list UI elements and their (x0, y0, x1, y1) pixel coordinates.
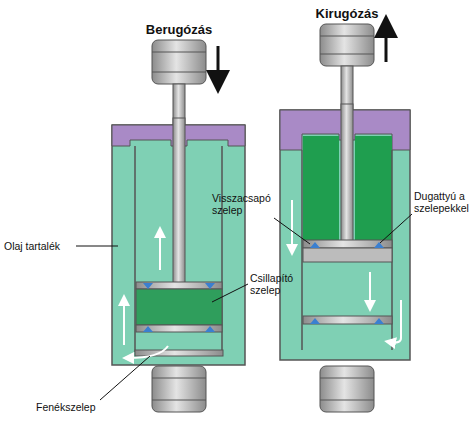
left-absorber-part (135, 350, 223, 356)
right-absorber-part (320, 366, 374, 412)
right-absorber-part (320, 400, 374, 401)
left-absorber-part (152, 72, 206, 73)
leader-lines (76, 214, 412, 400)
right-absorber-part (303, 136, 339, 240)
right-absorber-part (385, 26, 388, 62)
left-absorber-part (136, 325, 222, 332)
left-absorber-part (173, 84, 185, 284)
part-label: Fenékszelep (36, 401, 116, 413)
right-absorber-part (369, 272, 371, 306)
right-absorber-part (303, 140, 339, 240)
part-label: Visszacsapó szelep (212, 192, 280, 216)
right-absorber-part (341, 66, 353, 246)
left-absorber-part (123, 300, 125, 345)
left-absorber-part (152, 366, 206, 412)
right-absorber-part (303, 316, 392, 324)
right-absorber-part (320, 54, 374, 55)
left-absorber-part (152, 400, 206, 401)
right-absorber-part (320, 24, 374, 66)
left-absorber (112, 40, 245, 412)
right-absorber-part (291, 200, 293, 250)
right-absorber-part (390, 300, 401, 343)
leader-lines-part (76, 246, 118, 247)
left-absorber-part (173, 118, 185, 284)
left-absorber-part (152, 378, 206, 379)
left-absorber-part (143, 326, 215, 332)
left-absorber-part (136, 282, 222, 289)
left-absorber-part (143, 283, 215, 289)
left-absorber-part (136, 289, 222, 325)
right-absorber-part (341, 104, 353, 246)
right-absorber (280, 24, 410, 412)
leader-lines-part (212, 284, 248, 302)
left-absorber-part (152, 40, 206, 84)
left-absorber-part (128, 346, 168, 358)
leader-lines-part (274, 218, 310, 244)
right-absorber-part (310, 242, 384, 248)
part-label: Csillapító szelep (250, 272, 320, 296)
leader-lines-part (100, 356, 150, 400)
right-absorber-part (303, 248, 392, 262)
right-absorber-part (320, 378, 374, 379)
heading: Kirugózás (297, 6, 397, 21)
left-absorber-part (217, 46, 220, 82)
left-absorber-part (152, 52, 206, 53)
right-absorber-part (320, 36, 374, 37)
leader-lines-part (380, 214, 412, 243)
right-absorber-part (310, 318, 384, 324)
part-label: Olaj tartalék (4, 240, 80, 252)
right-absorber-part (303, 240, 392, 248)
left-absorber-part (159, 232, 161, 270)
heading: Berugózás (129, 22, 229, 37)
right-absorber-part (355, 136, 392, 240)
part-label: Dugattyú a szelepekkel (414, 190, 474, 214)
